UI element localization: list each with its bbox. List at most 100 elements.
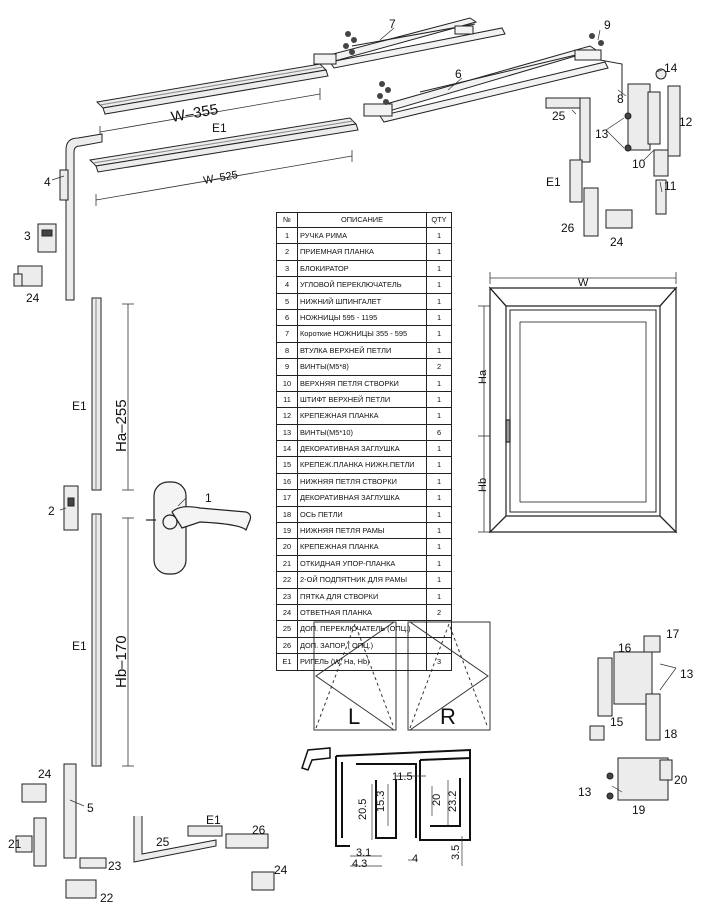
row-quantity: 1 bbox=[426, 407, 452, 425]
dim-frame-ha: Ha bbox=[477, 369, 489, 384]
callout-25-bottom: 25 bbox=[156, 835, 170, 849]
row-description: ОТКИДНАЯ УПОР-ПЛАНКА bbox=[297, 554, 427, 573]
row-quantity: 1 bbox=[426, 292, 452, 310]
callout-13-bottom: 13 bbox=[578, 785, 592, 799]
callout-22: 22 bbox=[100, 891, 114, 905]
lower-rod-hb170 bbox=[91, 513, 102, 767]
callout-24-right: 24 bbox=[610, 235, 624, 249]
row-description: Короткие НОЖНИЦЫ 355 - 595 bbox=[297, 325, 427, 343]
lower-rod-w525 bbox=[88, 117, 359, 173]
keeper-2 bbox=[63, 485, 79, 531]
dim-20: 20 bbox=[431, 794, 443, 806]
dim-23-2: 23.2 bbox=[447, 791, 459, 812]
top-hinge-assembly bbox=[545, 59, 681, 215]
callout-26-bottom: 26 bbox=[252, 823, 266, 837]
dim-ha255-line bbox=[122, 303, 134, 491]
row-description: ВИНТЫ(M5*10) bbox=[297, 423, 427, 442]
callout-2: 2 bbox=[48, 504, 55, 518]
callout-14: 14 bbox=[664, 61, 678, 75]
row-quantity: 1 bbox=[426, 341, 452, 360]
frame-elevation bbox=[488, 286, 678, 534]
callout-16: 16 bbox=[618, 641, 632, 655]
row-description: ДЕКОРАТИВНАЯ ЗАГЛУШКА bbox=[297, 440, 427, 458]
upper-rod-w355 bbox=[95, 63, 329, 115]
row-number: 14 bbox=[276, 440, 298, 458]
row-description: НИЖНЯЯ ПЕТЛЯ РАМЫ bbox=[297, 522, 427, 540]
row-quantity: 1 bbox=[426, 276, 452, 294]
row-quantity: 1 bbox=[426, 390, 452, 409]
row-number: 16 bbox=[276, 472, 298, 491]
callout-13-right: 13 bbox=[680, 667, 694, 681]
row-description: НОЖНИЦЫ 595 - 1195 bbox=[297, 308, 427, 327]
row-number: 8 bbox=[276, 341, 298, 360]
row-number: 9 bbox=[276, 358, 298, 376]
row-quantity: 1 bbox=[426, 440, 452, 458]
leader-lines bbox=[51, 27, 677, 807]
locking-block-3 bbox=[37, 223, 57, 253]
row-quantity: 1 bbox=[426, 505, 452, 524]
callout-26-top: 26 bbox=[561, 221, 575, 235]
strike-24-top bbox=[13, 265, 43, 287]
row-quantity: 1 bbox=[426, 571, 452, 589]
callout-12: 12 bbox=[679, 115, 693, 129]
row-number: 2 bbox=[276, 243, 298, 261]
row-description: ВЕРХНЯЯ ПЕТЛЯ СТВОРКИ bbox=[297, 374, 427, 392]
row-number: 19 bbox=[276, 522, 298, 540]
dim-3-1: 3.1 bbox=[356, 847, 371, 859]
short-scissors-7 bbox=[313, 17, 506, 69]
label-e1-left-lower: E1 bbox=[72, 639, 87, 653]
callout-24-bottom-right: 24 bbox=[274, 863, 288, 877]
row-quantity: 2 bbox=[426, 358, 452, 376]
dim-20-5: 20.5 bbox=[357, 799, 369, 820]
row-number: 11 bbox=[276, 390, 298, 409]
callout-19: 19 bbox=[632, 803, 646, 817]
row-quantity: 2 bbox=[426, 603, 452, 622]
handle-1 bbox=[146, 481, 252, 575]
row-number: 5 bbox=[276, 292, 298, 310]
label-e1-top: E1 bbox=[212, 121, 227, 135]
row-number: 26 bbox=[276, 636, 298, 655]
callout-1: 1 bbox=[205, 491, 212, 505]
corner-drive-4 bbox=[59, 133, 103, 301]
row-number: 7 bbox=[276, 325, 298, 343]
opening-right-label: R bbox=[440, 704, 456, 729]
row-quantity: 1 bbox=[426, 522, 452, 540]
row-quantity: 1 bbox=[426, 243, 452, 261]
dim-frame-hb: Hb bbox=[477, 478, 489, 492]
row-quantity: 1 bbox=[426, 308, 452, 327]
row-description: ОСЬ ПЕТЛИ bbox=[297, 505, 427, 524]
row-quantity: 1 bbox=[426, 587, 452, 605]
row-number: 6 bbox=[276, 308, 298, 327]
callout-10: 10 bbox=[632, 157, 646, 171]
screws-6 bbox=[377, 81, 391, 105]
row-quantity: 1 bbox=[426, 554, 452, 573]
callout-6: 6 bbox=[455, 67, 462, 81]
profile-dim-lines bbox=[350, 775, 463, 867]
row-description: КРЕПЕЖНАЯ ПЛАНКА bbox=[297, 538, 427, 556]
callout-23: 23 bbox=[108, 859, 122, 873]
parts-table-header: № ОПИСАНИЕ QTY bbox=[276, 212, 452, 228]
row-description: УГЛОВОЙ ПЕРЕКЛЮЧАТЕЛЬ bbox=[297, 276, 427, 294]
callout-15: 15 bbox=[610, 715, 624, 729]
row-description: КРЕПЕЖНАЯ ПЛАНКА bbox=[297, 407, 427, 425]
header-qty: QTY bbox=[426, 212, 452, 228]
screws-9 bbox=[589, 33, 604, 46]
row-number: 24 bbox=[276, 603, 298, 622]
dim-hb170-label: Hb–170 bbox=[113, 635, 130, 688]
row-description: КРЕПЕЖ.ПЛАНКА НИЖН.ПЕТЛИ bbox=[297, 456, 427, 474]
row-description: ВИНТЫ(M5*8) bbox=[297, 358, 427, 376]
row-description: РИГЕЛЬ (W, Ha, Hb) bbox=[297, 653, 427, 671]
callout-24-bottom: 24 bbox=[38, 767, 52, 781]
callout-17: 17 bbox=[666, 627, 680, 641]
